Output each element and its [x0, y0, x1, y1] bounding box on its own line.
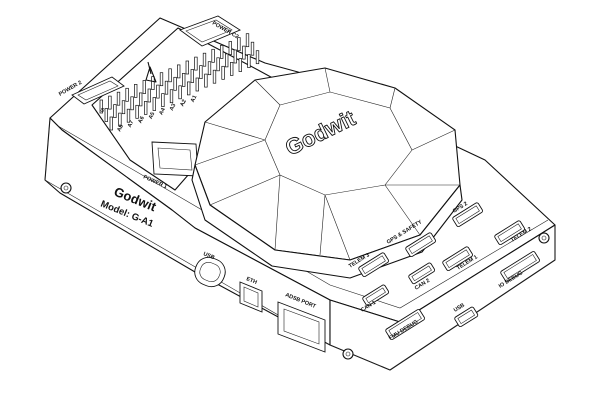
pwm-pin-label: A8: [116, 124, 124, 133]
can2-port[interactable]: [408, 262, 436, 285]
screw-icon: [538, 232, 550, 244]
telem3-port[interactable]: [358, 252, 389, 278]
pwm-pin-label: A5: [148, 111, 156, 120]
fmu-debug-port[interactable]: [385, 309, 425, 340]
pin-s-mark: S: [99, 107, 105, 114]
usb-label: USB: [453, 302, 466, 313]
usb-c-label: USB: [202, 251, 215, 261]
power2-connector: [71, 76, 125, 105]
gps2-port[interactable]: [452, 202, 483, 228]
adsb-port[interactable]: [277, 301, 326, 353]
eth-label: ETH: [245, 276, 257, 286]
power1-connector: [151, 141, 199, 177]
screw-icon: [342, 348, 354, 360]
pwm-pin-label: A4: [158, 106, 167, 116]
telem1-port[interactable]: [442, 246, 473, 272]
telem2-port[interactable]: [494, 220, 525, 246]
io-debug-port[interactable]: [500, 251, 540, 282]
pwm-pin-label: A2: [179, 99, 187, 108]
can1-port[interactable]: [362, 284, 390, 307]
pwm-pin-label: A1: [190, 95, 198, 104]
usb-c-port[interactable]: [191, 253, 229, 290]
octagonal-cover: [191, 67, 463, 279]
gps-safety-port[interactable]: [405, 232, 436, 258]
pwm-pin-label: A3: [169, 103, 177, 112]
screw-icon: [60, 182, 72, 194]
power-c2-connector: [179, 15, 241, 47]
pwm-pin-label: A7: [127, 120, 135, 129]
pin-header: [99, 33, 260, 131]
pwm-pin-label: A6: [137, 116, 145, 125]
usb-port[interactable]: [454, 306, 479, 328]
arrow-down-icon: [145, 61, 157, 83]
eth-port[interactable]: [239, 281, 263, 313]
